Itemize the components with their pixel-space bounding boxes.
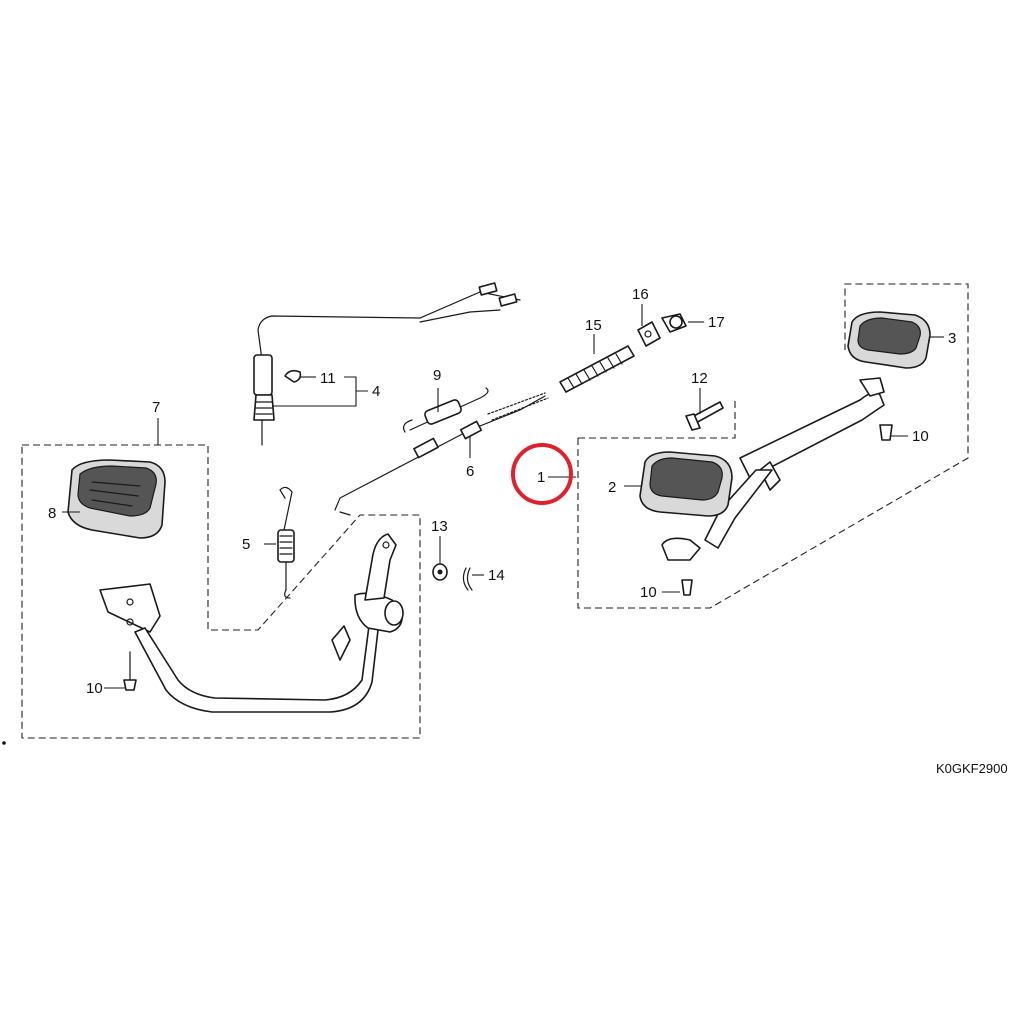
- callout-14: 14: [488, 567, 505, 584]
- spring-9: [402, 387, 489, 433]
- callout-17: 17: [708, 314, 725, 331]
- brake-rod-6: [334, 392, 549, 516]
- spring-15: [559, 345, 635, 393]
- leader-lines: [62, 304, 944, 689]
- callout-11: 11: [320, 370, 336, 387]
- bolt-12: [685, 401, 724, 431]
- callout-9: 9: [433, 367, 441, 384]
- callout-13: 13: [431, 518, 448, 535]
- callouts: 7 8 10 5 11 4 9 6 13 14 15 16 17 12 3 10…: [48, 286, 956, 697]
- stop-switch-4: [253, 282, 521, 446]
- stray-dot: [2, 741, 6, 745]
- pedal-pad-2: [639, 451, 733, 517]
- screw-10-right-top: [879, 424, 893, 441]
- step-bar-right: [661, 377, 885, 561]
- group-7-outline: [21, 444, 421, 739]
- cotter-pin-14: [462, 567, 473, 591]
- callout-1: 1: [537, 469, 545, 486]
- callout-5: 5: [242, 536, 250, 553]
- pedal-pad-3: [847, 311, 931, 369]
- callout-10-right-top: 10: [912, 428, 929, 445]
- callout-16: 16: [632, 286, 649, 303]
- callout-10-right-bottom: 10: [640, 584, 657, 601]
- nut-17: [661, 313, 687, 333]
- callout-15: 15: [585, 317, 602, 334]
- clip-11: [284, 369, 302, 383]
- washer-13: [432, 563, 448, 581]
- group-1-outline: [577, 283, 969, 609]
- brake-pedal-arm: [99, 533, 404, 713]
- callout-4: 4: [372, 383, 380, 400]
- callout-6: 6: [466, 463, 474, 480]
- return-spring-5: [277, 486, 295, 599]
- callout-7: 7: [152, 399, 160, 416]
- callout-8: 8: [48, 505, 56, 522]
- pedal-pad-8: [67, 459, 166, 539]
- screw-10-left: [123, 651, 137, 691]
- screw-10-right-bottom: [681, 579, 693, 596]
- highlight-circle: [511, 443, 573, 505]
- callout-12: 12: [691, 370, 708, 387]
- callout-2: 2: [608, 479, 616, 496]
- figure-code: K0GKF2900: [936, 761, 1008, 776]
- pin-16: [637, 321, 661, 347]
- callout-10-left: 10: [86, 680, 103, 697]
- callout-3: 3: [948, 330, 956, 347]
